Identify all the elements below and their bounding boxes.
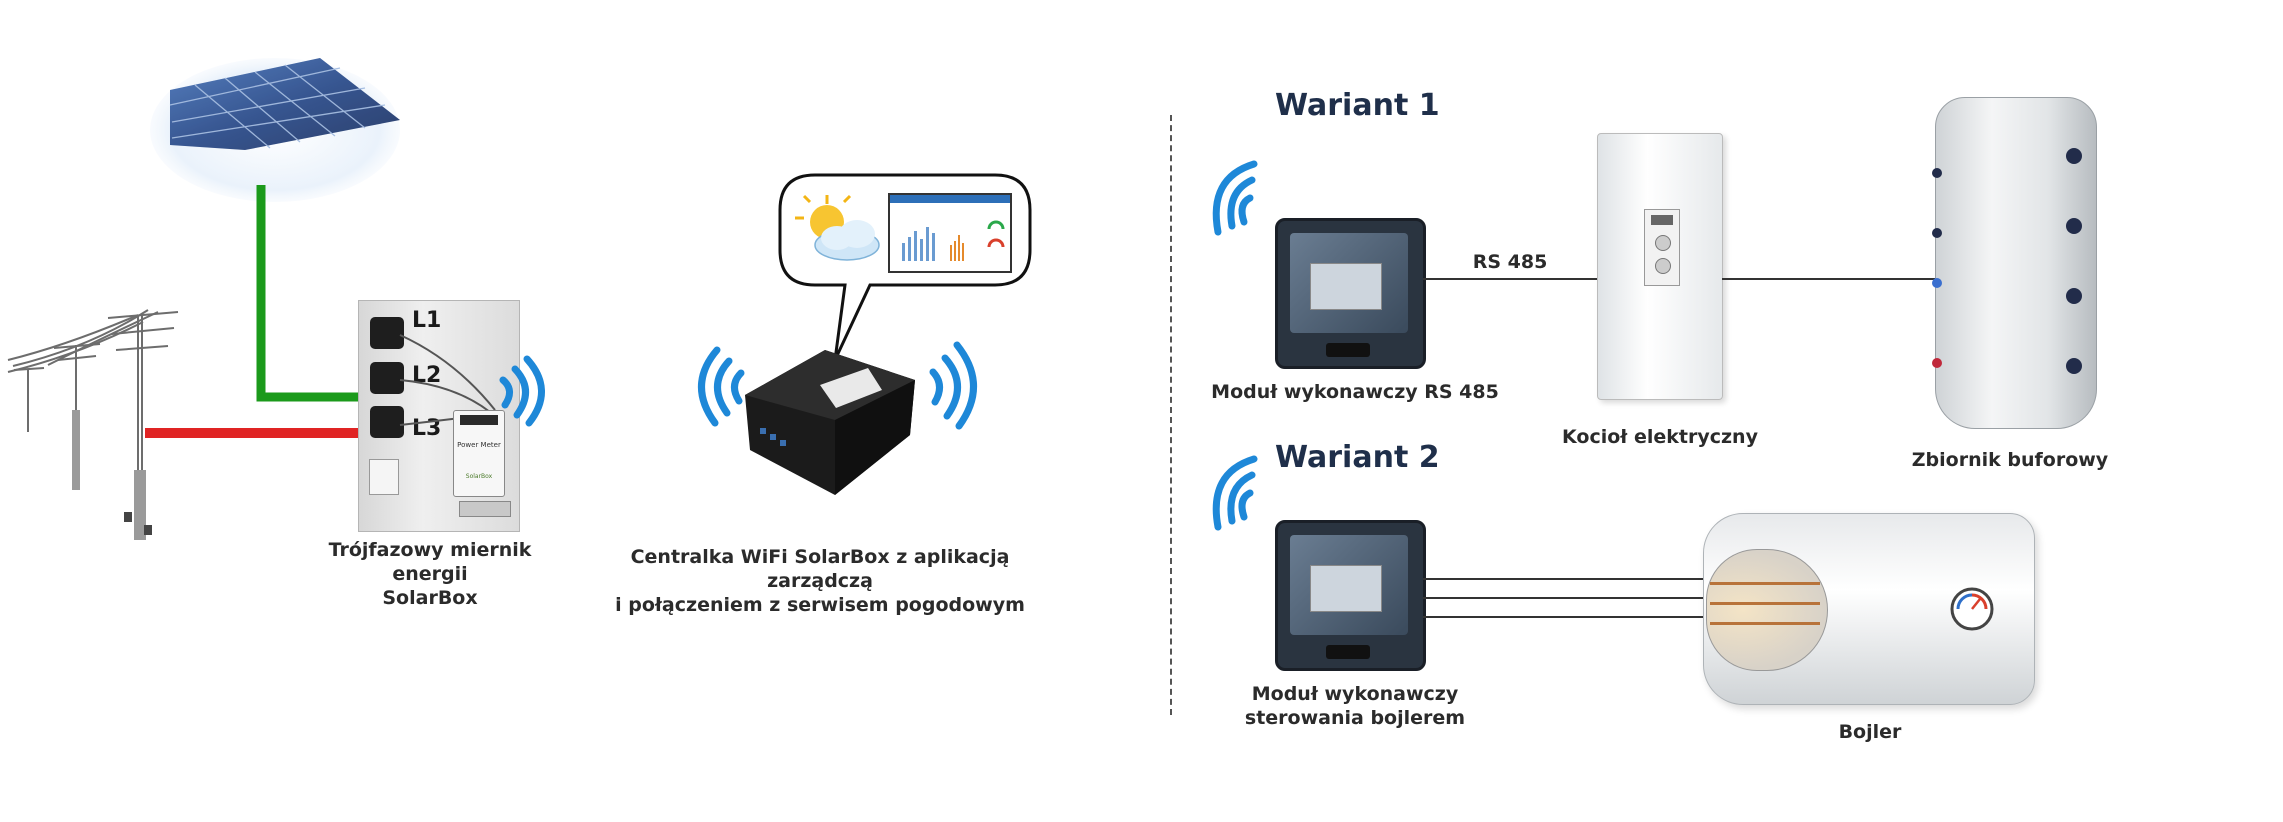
solar-connection-line: [256, 185, 362, 402]
rs485-link-label: RS 485: [1472, 251, 1548, 273]
power-pylons-image: [7, 309, 179, 540]
dashboard-gauges: [987, 220, 1005, 248]
boiler-module-device: [1275, 520, 1426, 671]
boiler-module-latch: [1326, 645, 1370, 659]
current-clamp-l1: [370, 317, 404, 349]
hub-wifi-icon-left: [698, 346, 745, 427]
dashboard-bar-chart: [902, 227, 964, 261]
rs485-module-device: [1275, 218, 1426, 369]
hub-label: Centralka WiFi SolarBox z aplikacją zarz…: [580, 545, 1060, 617]
boiler-knob-2: [1655, 258, 1671, 274]
power-meter-title: Power Meter: [457, 441, 501, 449]
tank-port-3: [1932, 278, 1942, 288]
boiler-display: [1651, 215, 1673, 225]
app-dashboard-screenshot: [888, 193, 1012, 273]
boiler-wire-2: [1423, 597, 1705, 599]
heating-element-1: [1710, 582, 1820, 585]
water-heater-cutaway: [1706, 549, 1828, 671]
variant2-wifi-icon: [1212, 455, 1258, 531]
cabinet-bottom-slot: [459, 501, 511, 517]
boiler-tank-link-line: [1722, 278, 1940, 280]
rs485-module-latch: [1326, 343, 1370, 357]
heating-element-2: [1710, 602, 1820, 605]
boiler-module-inner: [1310, 565, 1382, 612]
hub-label-line2: i połączeniem z serwisem pogodowym: [615, 594, 1025, 616]
phase-label-l1: L1: [412, 308, 442, 333]
boiler-wire-1: [1423, 578, 1705, 580]
rs485-module-window: [1290, 233, 1408, 333]
meter-label: Trójfazowy miernik energii SolarBox: [290, 538, 570, 610]
meter-label-line2: SolarBox: [382, 587, 478, 609]
section-divider: [1170, 115, 1172, 715]
hub-label-line1: Centralka WiFi SolarBox z aplikacją zarz…: [630, 546, 1010, 592]
boiler-module-label-line2: sterowania bojlerem: [1244, 707, 1466, 729]
boiler-knob-1: [1655, 235, 1671, 251]
cabinet-rail: [369, 459, 399, 495]
meter-wifi-icon: [499, 355, 545, 427]
variant1-title: Wariant 1: [1275, 88, 1440, 123]
tank-port-4: [1932, 358, 1942, 368]
tank-port-7: [2066, 288, 2082, 304]
rs485-link-line: [1423, 278, 1598, 280]
variant2-title: Wariant 2: [1275, 440, 1440, 475]
current-clamp-l3: [370, 406, 404, 438]
tank-port-2: [1932, 228, 1942, 238]
meter-label-line1: Trójfazowy miernik energii: [328, 539, 532, 585]
buffer-tank-label: Zbiornik buforowy: [1911, 449, 2109, 471]
boiler-module-label: Moduł wykonawczy sterowania bojlerem: [1210, 682, 1500, 730]
rs485-module-inner: [1310, 263, 1382, 310]
hub-wifi-icon-right: [929, 341, 977, 430]
rs485-module-label: Moduł wykonawczy RS 485: [1211, 381, 1499, 403]
electric-boiler-label: Kocioł elektryczny: [1562, 426, 1758, 448]
electric-boiler-panel: [1644, 209, 1680, 286]
current-clamp-l2: [370, 362, 404, 394]
tank-port-5: [2066, 148, 2082, 164]
solar-panel-image: [150, 58, 400, 202]
heating-element-3: [1710, 622, 1820, 625]
tank-port-1: [1932, 168, 1942, 178]
water-heater-label: Bojler: [1838, 721, 1902, 743]
tank-port-8: [2066, 358, 2082, 374]
boiler-module-window: [1290, 535, 1408, 635]
boiler-module-label-line1: Moduł wykonawczy: [1251, 683, 1459, 705]
boiler-wire-3: [1423, 616, 1705, 618]
buffer-tank-device: [1932, 97, 2097, 429]
wifi-hub-device: [745, 350, 915, 495]
grid-connection-line: [145, 428, 367, 438]
power-meter-device: Power Meter SolarBox: [453, 410, 505, 497]
tank-port-6: [2066, 218, 2082, 234]
thermometer-gauge-icon: [1950, 587, 1994, 631]
weather-sun-cloud-icon: [795, 194, 880, 261]
power-meter-display: [460, 415, 498, 425]
variant1-wifi-icon: [1212, 160, 1258, 236]
power-meter-brand: SolarBox: [465, 473, 493, 480]
electric-boiler-device: [1597, 133, 1723, 400]
water-heater-device: [1703, 513, 2035, 705]
dashboard-header: [890, 195, 1010, 203]
